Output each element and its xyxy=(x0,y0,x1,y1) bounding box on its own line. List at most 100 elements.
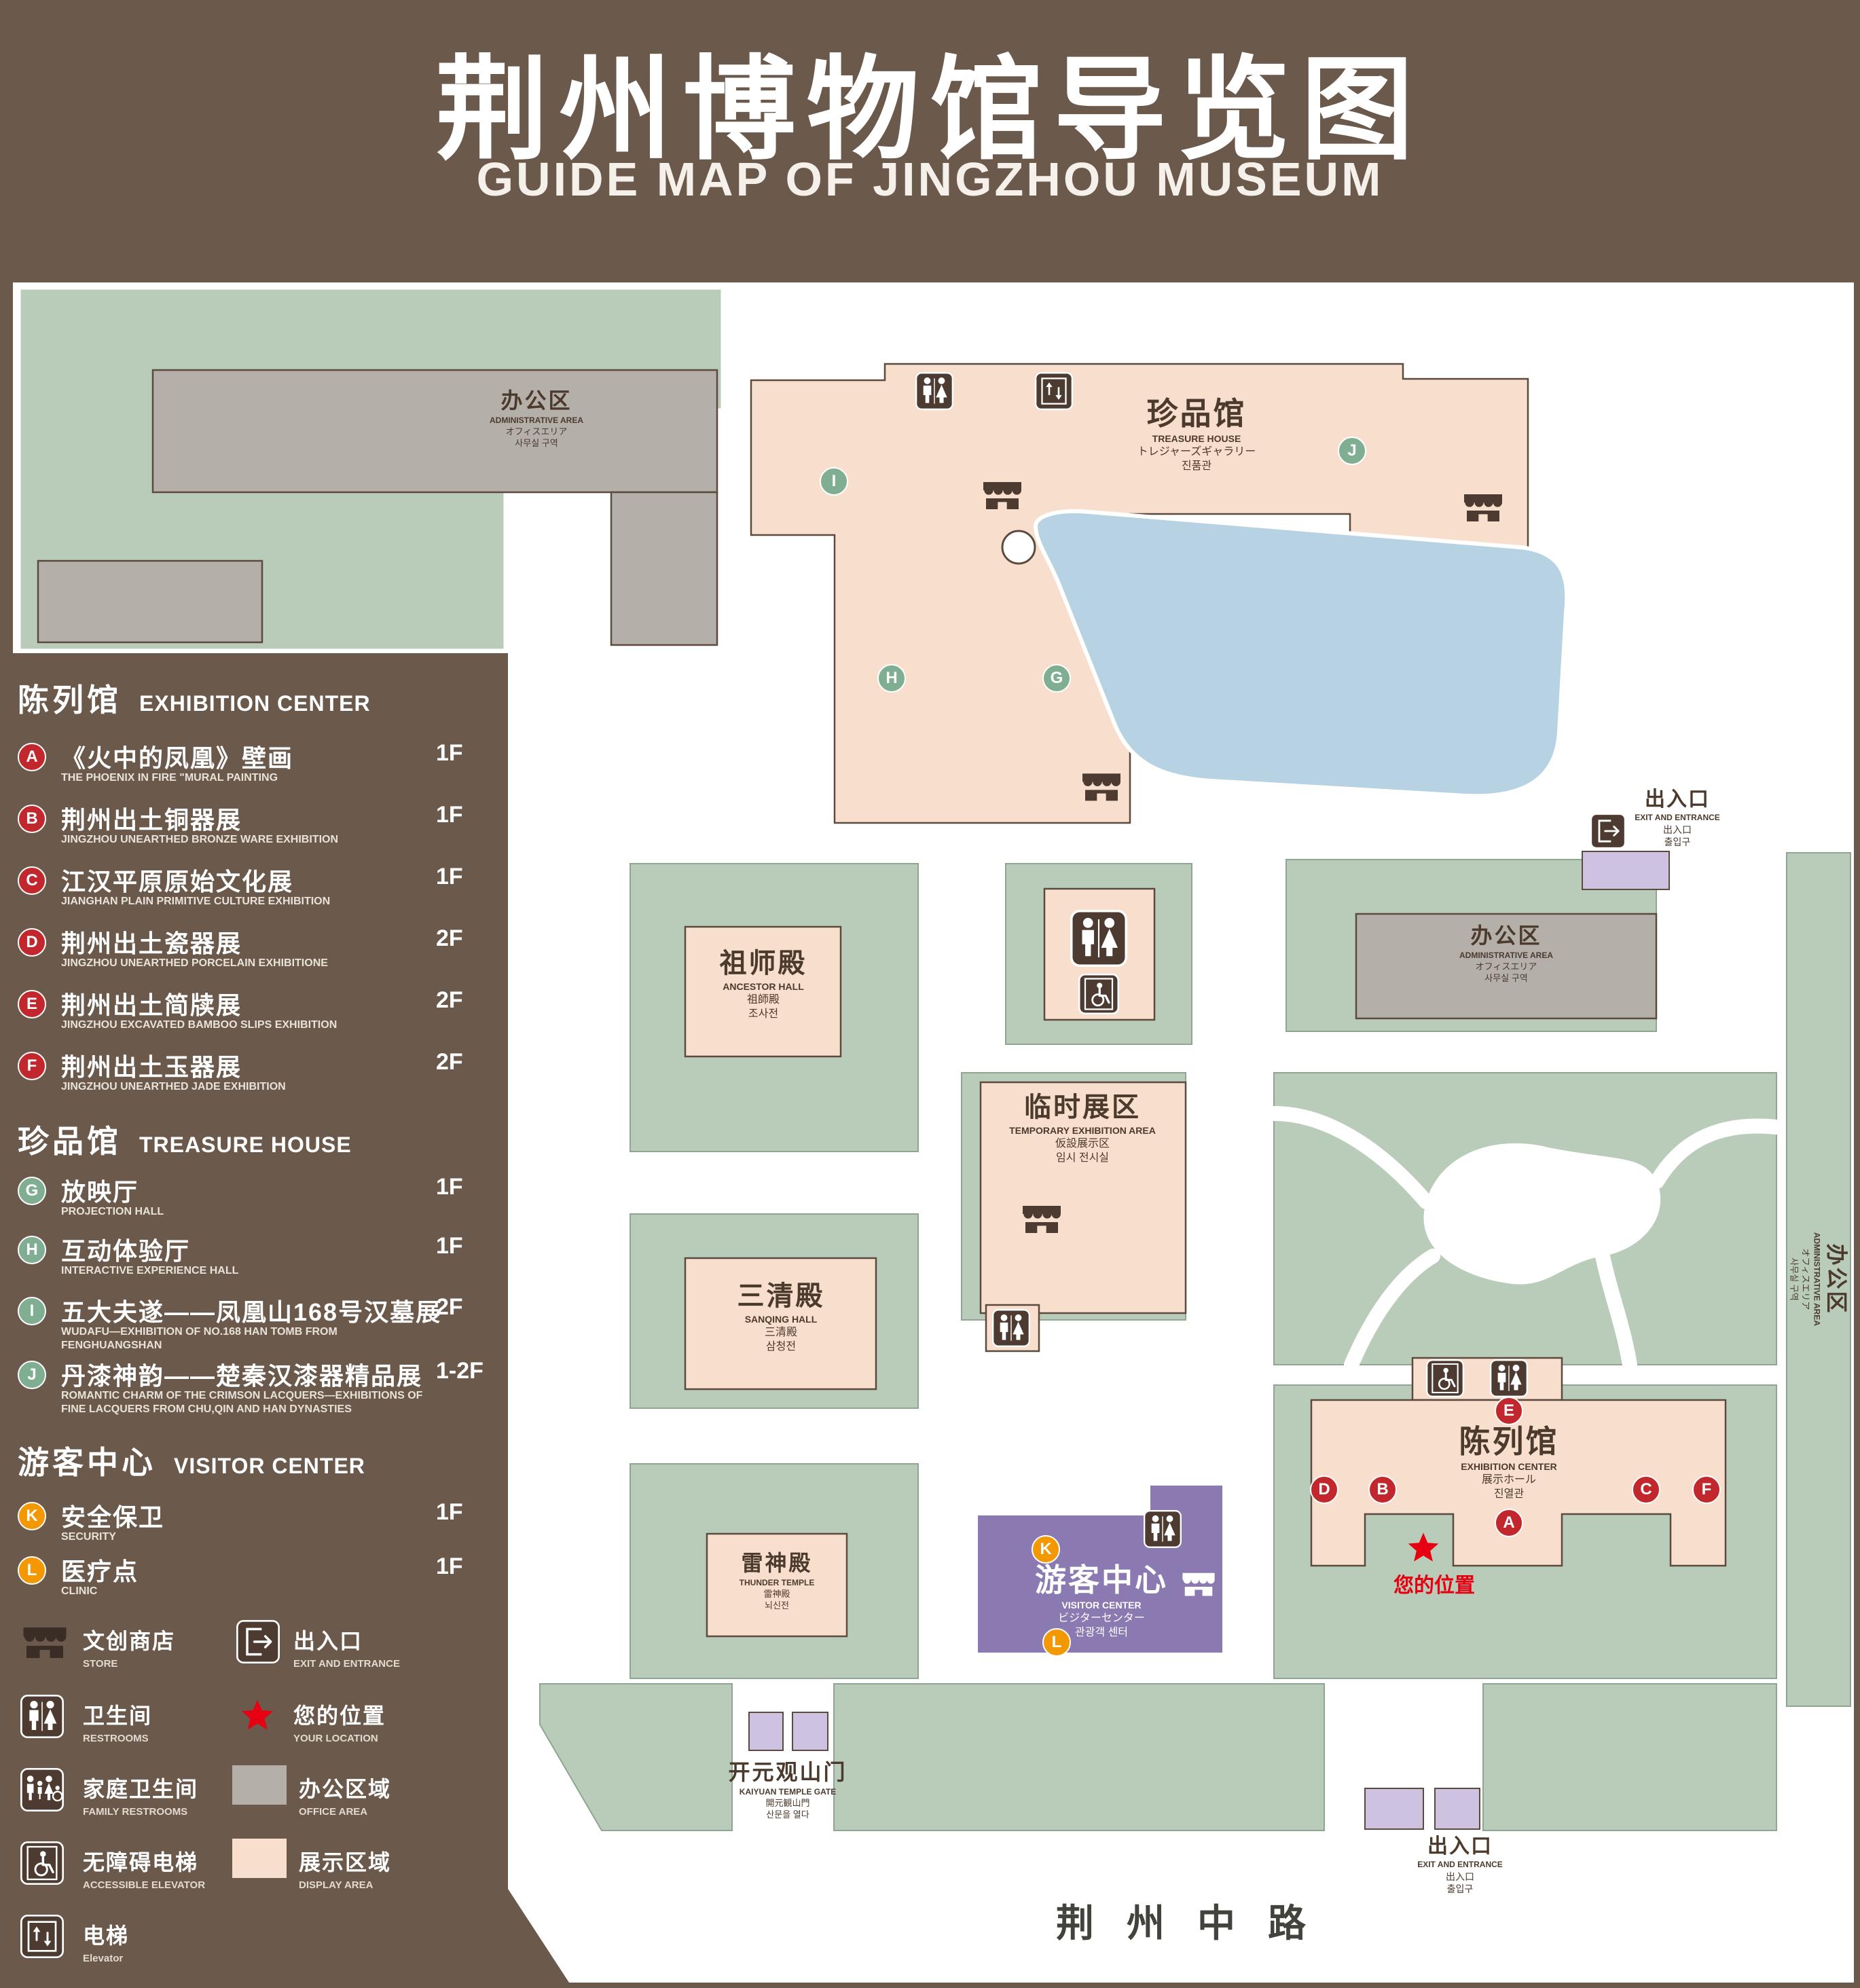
section-zh: 陈列馆 xyxy=(18,682,122,718)
label-ko: 사무실 구역 xyxy=(1789,1257,1800,1301)
label-en: TEMPORARY EXHIBITION AREA xyxy=(1009,1125,1156,1137)
item-floor: 1F xyxy=(436,802,463,828)
restrooms-icon xyxy=(915,372,953,410)
map-label-exhibition-center: 陈列馆 EXHIBITION CENTER 展示ホール 진열관 xyxy=(1459,1423,1559,1501)
legend-section-treasure-house: 珍品馆 TREASURE HOUSE xyxy=(18,1117,352,1162)
legend-en: EXIT AND ENTRANCE xyxy=(293,1658,400,1670)
family-restroom-icon xyxy=(20,1768,64,1811)
label-zh: 出入口 xyxy=(1645,788,1710,811)
map-marker-I: I xyxy=(820,467,848,496)
exit-icon xyxy=(236,1620,280,1663)
item-zh: 《火中的凤凰》壁画 xyxy=(61,744,294,772)
accessible-elevator-icon xyxy=(20,1841,64,1885)
section-zh: 游客中心 xyxy=(18,1445,156,1480)
map-marker-J: J xyxy=(1338,437,1366,465)
item-zh: 荆州出土简牍展 xyxy=(61,991,242,1019)
label-ja: 出入口 xyxy=(1446,1871,1474,1882)
item-en: ROMANTIC CHARM OF THE CRIMSON LACQUERS—E… xyxy=(61,1390,423,1415)
item-floor: 2F xyxy=(436,1294,463,1320)
map-marker-F: F xyxy=(1692,1475,1721,1504)
store-icon xyxy=(981,477,1024,513)
legend-display-area: 展示区域 DISPLAY AREA xyxy=(299,1845,391,1891)
label-ja: 展示ホール xyxy=(1481,1473,1536,1486)
badge-A: A xyxy=(18,743,46,771)
item-en: SECURITY xyxy=(61,1531,116,1543)
label-en: ADMINISTRATIVE AREA xyxy=(490,415,583,425)
item-en: JINGZHOU UNEARTHED JADE EXHIBITION xyxy=(61,1081,286,1092)
label-ja: 開元観山門 xyxy=(765,1797,810,1808)
item-zh: 医疗点 xyxy=(61,1558,139,1585)
label-ja: オフィスエリア xyxy=(505,426,568,437)
item-zh: 荆州出土玉器展 xyxy=(61,1053,242,1081)
label-en: THUNDER TEMPLE xyxy=(739,1577,815,1587)
legend-item-L: L 医疗点 CLINIC 1F xyxy=(18,1553,503,1615)
map-label-exit-right: 出入口 EXIT AND ENTRANCE 出入口 출입구 xyxy=(1635,788,1720,848)
label-ja: 雷神殿 xyxy=(763,1588,790,1599)
legend-item-A: A 《火中的凤凰》壁画 THE PHOENIX IN FIRE "MURAL P… xyxy=(18,740,503,801)
legend-family-restrooms: 家庭卫生间 FAMILY RESTROOMS xyxy=(83,1772,198,1818)
item-floor: 1F xyxy=(436,1233,463,1259)
legend-item-H: H 互动体验厅 INTERACTIVE EXPERIENCE HALL 1F xyxy=(18,1233,503,1294)
item-floor: 1F xyxy=(436,740,463,766)
legend-item-J: J 丹漆神韵——楚秦汉漆器精品展 ROMANTIC CHARM OF THE C… xyxy=(18,1358,503,1419)
accessible-restroom-icon xyxy=(1078,974,1119,1014)
legend-item-I: I 五大夫遂——凤凰山168号汉墓展 WUDAFU—EXHIBITION OF … xyxy=(18,1294,503,1355)
legend-zh: 文创商店 xyxy=(83,1629,176,1653)
label-en: EXIT AND ENTRANCE xyxy=(1635,813,1720,823)
elevator-icon xyxy=(1035,372,1073,410)
accessible-elevator-icon xyxy=(1426,1359,1464,1397)
label-zh: 祖师殿 xyxy=(719,949,807,978)
label-ja: トレジャーズギャラリー xyxy=(1137,445,1256,458)
item-en: THE PHOENIX IN FIRE "MURAL PAINTING xyxy=(61,772,278,784)
section-en: EXHIBITION CENTER xyxy=(139,691,371,716)
label-zh: 办公区 xyxy=(1470,923,1542,948)
item-floor: 1F xyxy=(436,1553,463,1579)
map-label-office-area-right: 办公区 ADMINISTRATIVE AREA オフィスエリア 사무실 구역 xyxy=(1789,1232,1848,1326)
map-marker-G: G xyxy=(1042,664,1071,693)
label-en: TREASURE HOUSE xyxy=(1152,433,1241,445)
label-en: ADMINISTRATIVE AREA xyxy=(1459,950,1553,960)
item-floor: 1F xyxy=(436,1499,463,1525)
section-en: VISITOR CENTER xyxy=(174,1454,365,1478)
legend-zh: 您的位置 xyxy=(293,1704,386,1728)
store-icon xyxy=(1020,1200,1063,1236)
legend-office-area: 办公区域 OFFICE AREA xyxy=(299,1772,391,1818)
label-en: EXHIBITION CENTER xyxy=(1461,1461,1557,1473)
label-ko: 뇌신전 xyxy=(765,1600,789,1611)
legend-en: RESTROOMS xyxy=(83,1733,149,1744)
label-zh: 珍品馆 xyxy=(1146,396,1247,431)
label-ja: 出入口 xyxy=(1663,824,1692,835)
item-zh: 互动体验厅 xyxy=(61,1237,191,1265)
legend-store: 文创商店 STORE xyxy=(83,1624,175,1670)
restrooms-icon xyxy=(1070,910,1127,967)
badge-D: D xyxy=(18,928,46,957)
section-en: TREASURE HOUSE xyxy=(139,1133,352,1157)
item-floor: 1F xyxy=(436,1174,463,1200)
legend-section-exhibition-center: 陈列馆 EXHIBITION CENTER xyxy=(18,676,371,720)
item-en: WUDAFU—EXHIBITION OF NO.168 HAN TOMB FRO… xyxy=(61,1326,338,1351)
map-marker-A: A xyxy=(1495,1509,1523,1537)
legend-section-visitor-center: 游客中心 VISITOR CENTER xyxy=(18,1438,365,1483)
legend-zh: 展示区域 xyxy=(299,1850,392,1875)
restrooms-icon xyxy=(1144,1510,1182,1548)
legend-en: Elevator xyxy=(83,1953,124,1964)
your-location-star-icon xyxy=(1406,1530,1441,1566)
page-title: 荆州博物馆导览图 xyxy=(435,48,1425,173)
legend-restrooms: 卫生间 RESTROOMS xyxy=(83,1699,152,1744)
legend-zh: 家庭卫生间 xyxy=(83,1777,199,1801)
label-ko: 진열관 xyxy=(1493,1488,1525,1500)
item-en: JINGZHOU UNEARTHED PORCELAIN EXHIBITIONE xyxy=(61,957,328,969)
legend-item-B: B 荆州出土铜器展 JINGZHOU UNEARTHED BRONZE WARE… xyxy=(18,802,503,863)
map-label-thunder-temple: 雷神殿 THUNDER TEMPLE 雷神殿 뇌신전 xyxy=(740,1551,815,1611)
item-zh: 荆州出土铜器展 xyxy=(61,806,242,834)
badge-G: G xyxy=(18,1177,46,1205)
label-en: ANCESTOR HALL xyxy=(723,981,804,993)
item-floor: 1-2F xyxy=(436,1358,484,1384)
badge-I: I xyxy=(18,1297,46,1325)
label-ja: ビジターセンター xyxy=(1058,1612,1145,1624)
elevator-icon xyxy=(20,1915,64,1958)
label-ko: 삼청전 xyxy=(765,1340,797,1352)
item-en: CLINIC xyxy=(61,1585,98,1597)
label-zh: 陈列馆 xyxy=(1459,1424,1559,1459)
